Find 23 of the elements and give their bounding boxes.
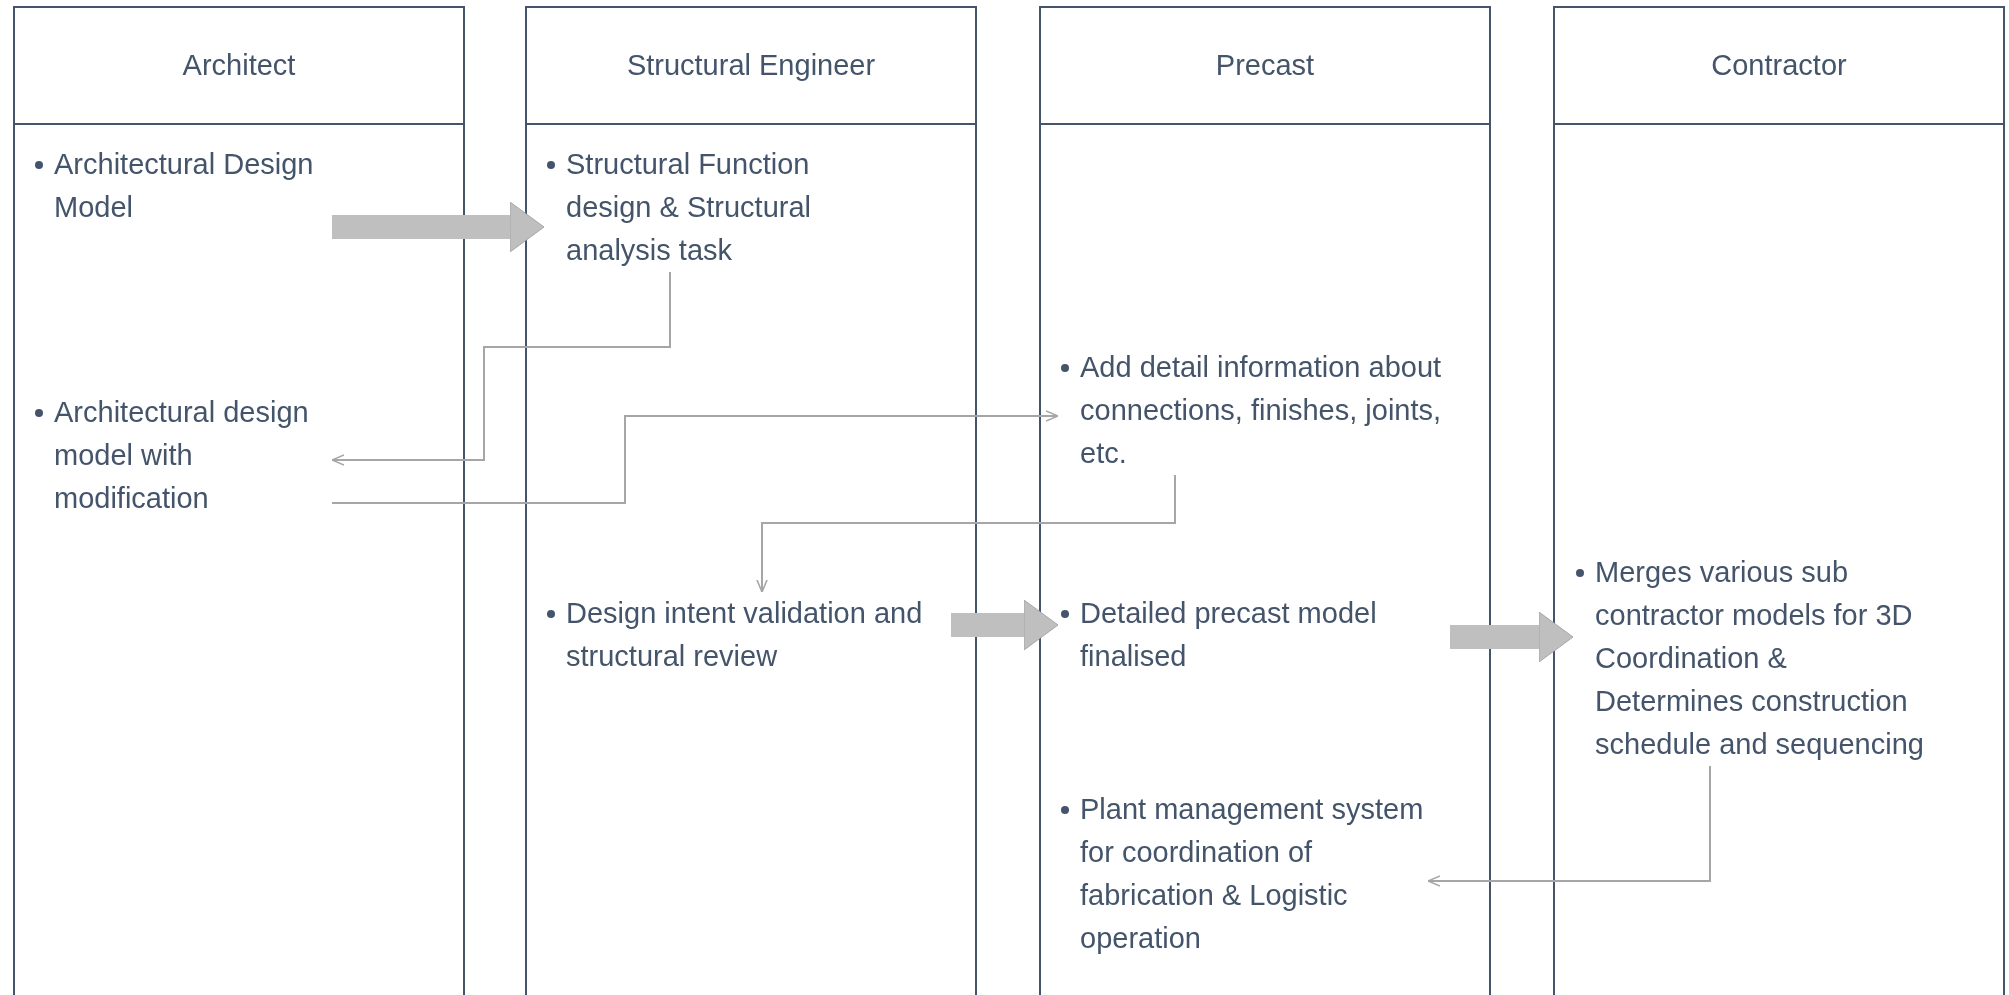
lane-title: Architect <box>181 48 297 83</box>
block-arrow <box>951 599 1059 651</box>
connector-arrow <box>756 474 1176 593</box>
bullet-item: Structural Function design & Structural analysis task <box>544 143 896 272</box>
connector-arrow <box>1427 765 1711 887</box>
swimlane <box>525 6 977 995</box>
connector-arrow <box>331 410 1059 504</box>
bullet-item: Plant management system for coordination of fabrication & Logistic operation <box>1058 788 1428 960</box>
connector-arrow <box>331 271 671 466</box>
bullet-item: Design intent validation and structural review <box>544 592 951 678</box>
swimlane <box>1039 6 1491 995</box>
block-arrow <box>1450 611 1574 663</box>
lane-title: Structural Engineer <box>625 48 877 83</box>
lane-title: Contractor <box>1710 48 1848 83</box>
block-arrow <box>332 201 545 253</box>
bullet-item: Add detail information about connections, finishes, joints, etc. <box>1058 346 1443 475</box>
swimlane <box>1553 6 2005 995</box>
swimlane <box>13 6 465 995</box>
bullet-item: Merges various sub contractor models for 3D Coordination & Determines construction schedule and sequencing <box>1573 551 1933 766</box>
lane-title: Precast <box>1214 48 1316 83</box>
bullet-item: Architectural Design Model <box>32 143 332 229</box>
bullet-item: Architectural design model with modification <box>32 391 332 520</box>
bullet-item: Detailed precast model finalised <box>1058 592 1450 678</box>
